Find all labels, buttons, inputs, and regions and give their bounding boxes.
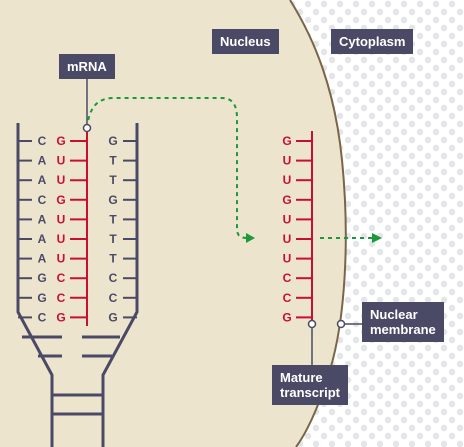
mature-transcript-base: G xyxy=(282,134,291,148)
mrna-base: U xyxy=(57,232,66,246)
dna-coding-base: C xyxy=(109,291,118,305)
dna-template-base: A xyxy=(38,154,47,168)
nuclear-membrane-label-line2: membrane xyxy=(370,322,436,337)
dna-coding-base: T xyxy=(109,154,117,168)
mature-transcript-base: C xyxy=(283,271,292,285)
nuclear-membrane-label: Nuclear membrane xyxy=(362,302,444,342)
dna-right-backbone xyxy=(101,123,139,447)
nuclear-membrane-label-line1: Nuclear xyxy=(370,307,418,322)
mature-transcript-ticks xyxy=(296,140,312,319)
mrna-base: G xyxy=(56,193,65,207)
mature-transcript-base: U xyxy=(283,252,292,266)
mature-transcript-label-line2: transcript xyxy=(280,385,340,400)
cytoplasm-label: Cytoplasm xyxy=(331,29,414,54)
dna-coding-base: G xyxy=(108,134,117,148)
dna-template-base: C xyxy=(38,134,47,148)
dna-coding-rungs xyxy=(123,140,137,319)
dna-coding-base: T xyxy=(109,173,117,187)
mrna-base: U xyxy=(57,154,66,168)
mature-transcript-base: G xyxy=(282,310,291,324)
dna-left-backbone xyxy=(16,123,54,447)
dna-template-base: C xyxy=(38,310,47,324)
dna-coding-base: T xyxy=(109,252,117,266)
transcript-pointer-dot xyxy=(307,319,317,329)
export-arrow-head xyxy=(372,233,382,243)
nuclear-membrane-line xyxy=(289,0,347,447)
dna-coding-base: G xyxy=(108,310,117,324)
mature-transcript-base: U xyxy=(283,173,292,187)
dna-coding-base: C xyxy=(109,271,118,285)
membrane-pointer-dot xyxy=(336,319,346,329)
mature-transcript-label-line1: Mature xyxy=(280,370,323,385)
dna-coding-base: G xyxy=(108,193,117,207)
transport-arrow-path xyxy=(86,97,249,239)
mrna-base: C xyxy=(57,271,66,285)
dna-coding-base: T xyxy=(109,212,117,226)
transport-arrow-head xyxy=(246,233,255,243)
dna-template-base: C xyxy=(38,193,47,207)
mrna-base: U xyxy=(57,173,66,187)
dna-template-base: A xyxy=(38,173,47,187)
mature-transcript-base: U xyxy=(283,232,292,246)
dna-template-rungs xyxy=(18,140,32,319)
dna-template-base: A xyxy=(38,212,47,226)
mrna-ticks xyxy=(70,140,87,319)
mrna-base: G xyxy=(56,134,65,148)
dna-template-base: G xyxy=(37,291,46,305)
dna-template-base: A xyxy=(38,252,47,266)
mrna-label: mRNA xyxy=(59,54,115,79)
mature-transcript-base: G xyxy=(282,193,291,207)
mrna-base: C xyxy=(57,291,66,305)
mature-transcript-label: Mature transcript xyxy=(272,365,348,405)
nucleus-label: Nucleus xyxy=(212,29,279,54)
dna-template-base: G xyxy=(37,271,46,285)
mrna-base: U xyxy=(57,252,66,266)
mature-transcript-base: C xyxy=(283,291,292,305)
mature-transcript-base: U xyxy=(283,212,292,226)
dna-template-base: A xyxy=(38,232,47,246)
mrna-base: G xyxy=(56,310,65,324)
mrna-pointer-dot xyxy=(82,123,92,133)
mature-transcript-base: U xyxy=(283,154,292,168)
dna-coding-base: T xyxy=(109,232,117,246)
mrna-base: U xyxy=(57,212,66,226)
